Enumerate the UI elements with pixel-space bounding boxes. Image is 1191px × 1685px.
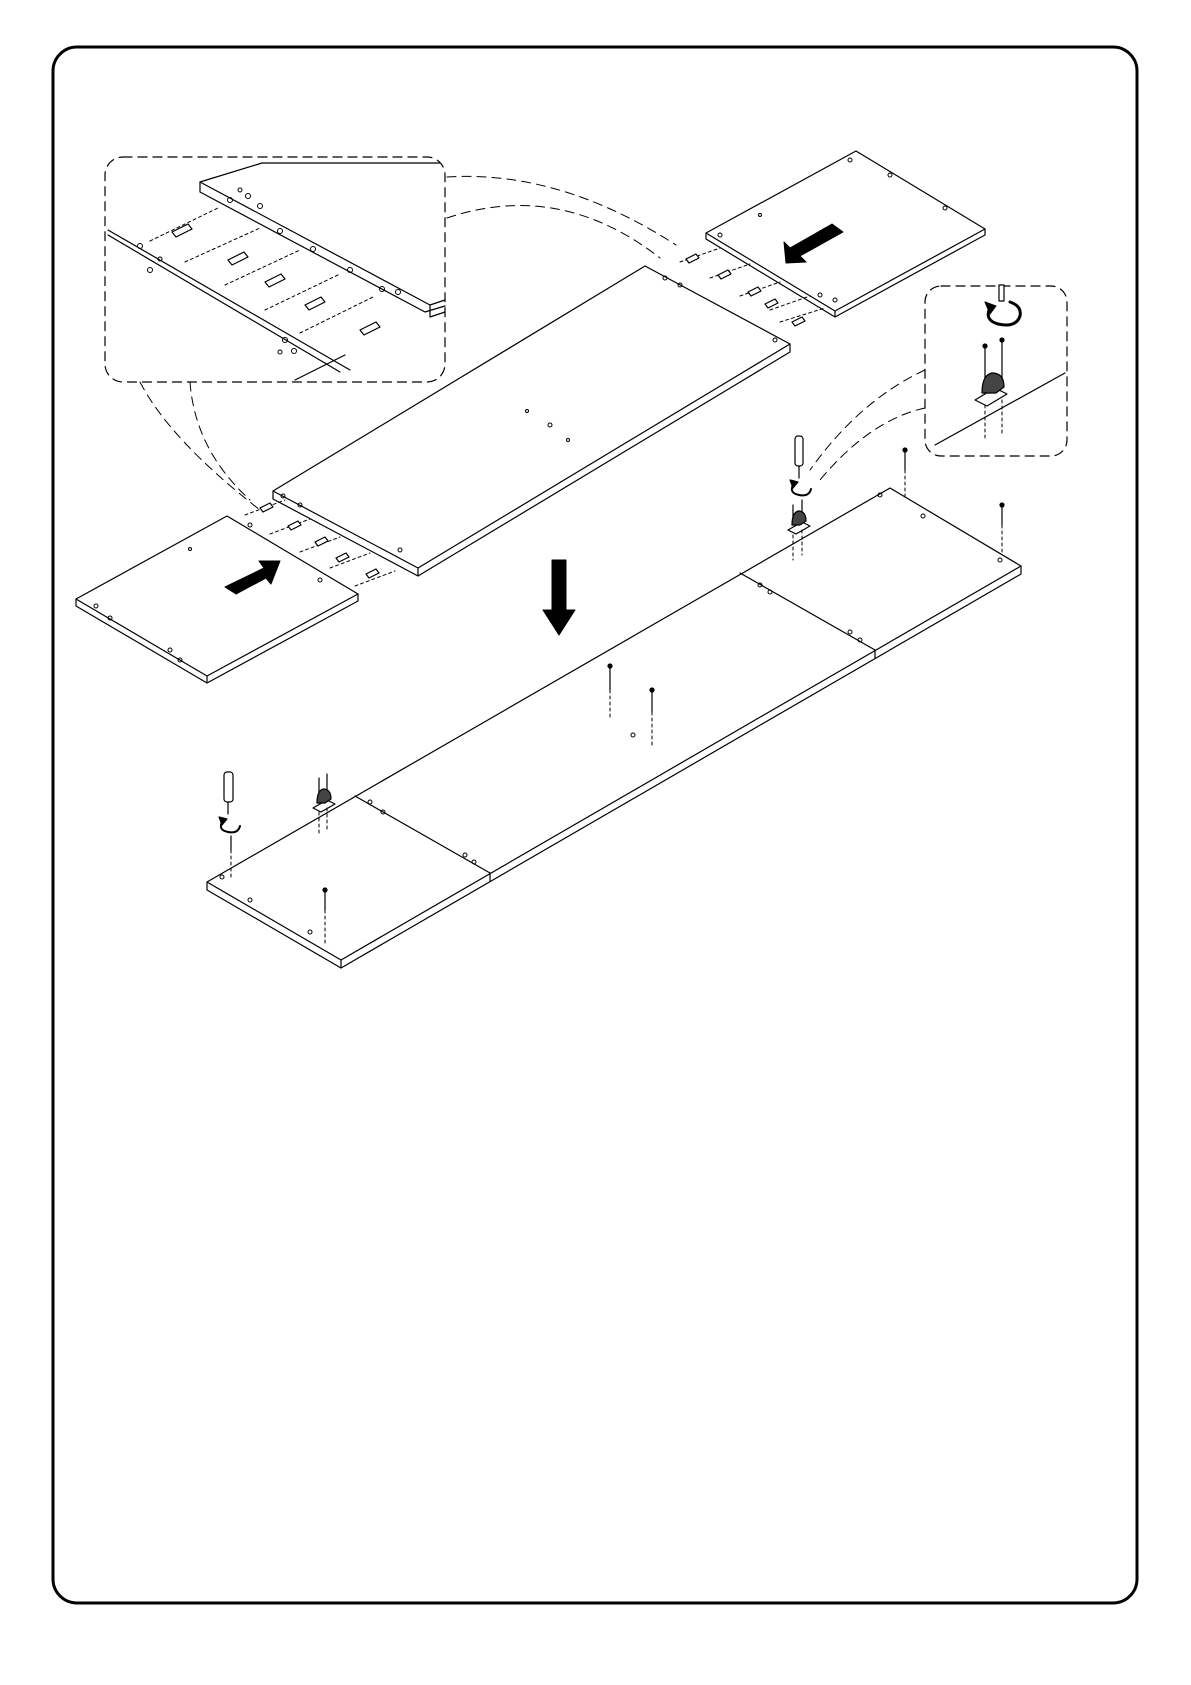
detail-callout-dowels — [105, 157, 445, 382]
assembled-panel — [207, 488, 1021, 968]
detail-callout-bracket — [925, 285, 1067, 456]
center-panel — [273, 266, 790, 576]
screwdriver-icon — [795, 436, 803, 466]
screwdriver-icon — [224, 772, 233, 802]
page-border — [53, 47, 1137, 1603]
down-arrow — [543, 560, 575, 635]
dowel-icon — [172, 224, 380, 335]
